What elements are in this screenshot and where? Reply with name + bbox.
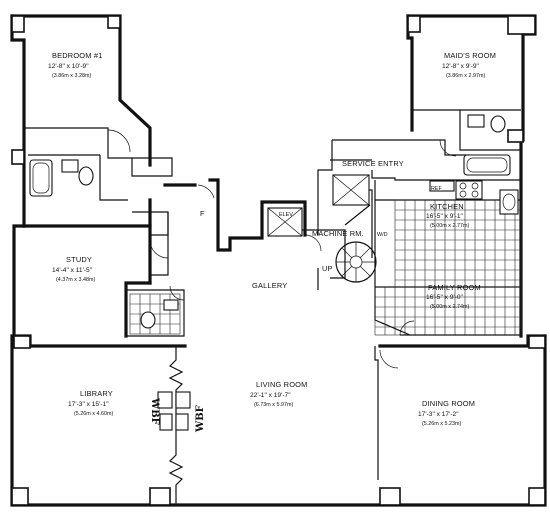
kitchen-name: KITCHEN — [430, 202, 464, 211]
maid-dim: 12'-8" x 9'-9" — [442, 63, 480, 70]
kitchen-dim: 16'-5" x 9'-1" — [426, 213, 464, 220]
service-name: SERVICE ENTRY — [342, 159, 404, 168]
dining-dim: 17'-3" x 17'-2" — [418, 411, 459, 418]
kitchen-metric: (5.00m x 2.77m) — [430, 223, 469, 229]
stair-up-label: UP — [322, 264, 333, 273]
closet-f-label: F — [200, 209, 205, 218]
dining-metric: (5.26m x 5.23m) — [422, 421, 461, 427]
fixtures — [29, 114, 519, 431]
doors — [107, 129, 457, 369]
bedroom-name: BEDROOM #1 — [52, 51, 102, 60]
study-metric: (4.37m x 3.48m) — [56, 277, 95, 283]
family-dim: 16'-5" x 9'-0" — [426, 294, 464, 301]
library-dim: 17'-3" x 15'-1" — [68, 401, 109, 408]
bedroom-dim: 12'-8" x 10'-9" — [48, 63, 89, 70]
maid-metric: (3.86m x 2.97m) — [446, 73, 485, 79]
library-name: LIBRARY — [80, 389, 113, 398]
tile-grid — [129, 199, 522, 336]
bedroom-metric: (3.86m x 3.28m) — [52, 73, 91, 79]
fireplace-label-right: WBF — [195, 405, 206, 433]
gallery-name: GALLERY — [252, 281, 287, 290]
room-labels: BEDROOM #1 12'-8" x 10'-9" (3.86m x 3.28… — [48, 51, 496, 427]
study-name: STUDY — [66, 255, 92, 264]
living-name: LIVING ROOM — [256, 380, 307, 389]
wash-label: W/D — [377, 232, 388, 238]
dining-name: DINING ROOM — [422, 399, 475, 408]
elevator-label: ELEV — [279, 212, 293, 218]
study-dim: 14'-4" x 11'-5" — [52, 267, 93, 274]
family-name: FAMILY ROOM — [428, 283, 481, 292]
living-metric: (6.73m x 5.97m) — [254, 402, 293, 408]
ref-label: REF — [431, 186, 442, 192]
columns — [11, 15, 546, 506]
library-metric: (5.26m x 4.60m) — [74, 411, 113, 417]
family-metric: (5.00m x 2.74m) — [430, 304, 469, 310]
living-dim: 22'-1" x 19'-7" — [250, 392, 291, 399]
machine-name: MACHINE RM. — [312, 229, 364, 238]
maid-name: MAID'S ROOM — [444, 51, 496, 60]
plan-marks: ELEV UP F REF W/D WBF WBF — [149, 186, 442, 433]
fireplace-label-left: WBF — [149, 397, 160, 425]
